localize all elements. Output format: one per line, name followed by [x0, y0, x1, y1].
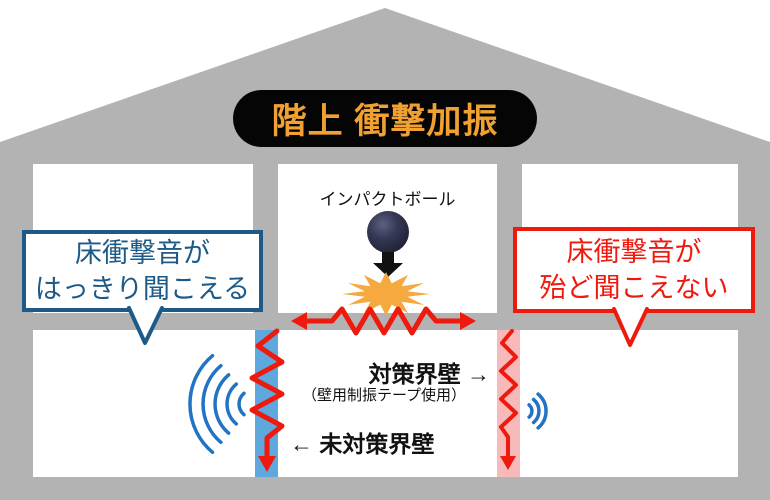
- left-speech-bubble: 床衝撃音が はっきり聞こえる: [22, 230, 263, 312]
- room-lower-left: [33, 330, 255, 477]
- impact-ball-label: インパクトボール: [319, 190, 456, 209]
- right-bubble-line2: 殆ど聞こえない: [539, 273, 729, 303]
- title-badge: 階上 衝撃加振: [233, 90, 537, 147]
- left-bubble-line1: 床衝撃音が: [75, 238, 210, 268]
- room-lower-middle: [278, 330, 497, 477]
- right-speech-bubble: 床衝撃音が 殆ど聞こえない: [513, 227, 755, 313]
- untreated-wall-label: ← 未対策界壁: [290, 431, 435, 457]
- room-lower-right: [520, 330, 738, 477]
- treated-wall-label: 対策界壁 →: [368, 361, 490, 387]
- right-bubble-line1: 床衝撃音が: [566, 237, 702, 267]
- untreated-partition-wall: [255, 330, 278, 477]
- left-bubble-line2: はっきり聞こえる: [34, 274, 251, 304]
- page-title: 階上 衝撃加振: [271, 102, 499, 141]
- treated-partition-wall: [497, 330, 520, 477]
- treated-wall-note: （壁用制振テープ使用）: [301, 387, 467, 404]
